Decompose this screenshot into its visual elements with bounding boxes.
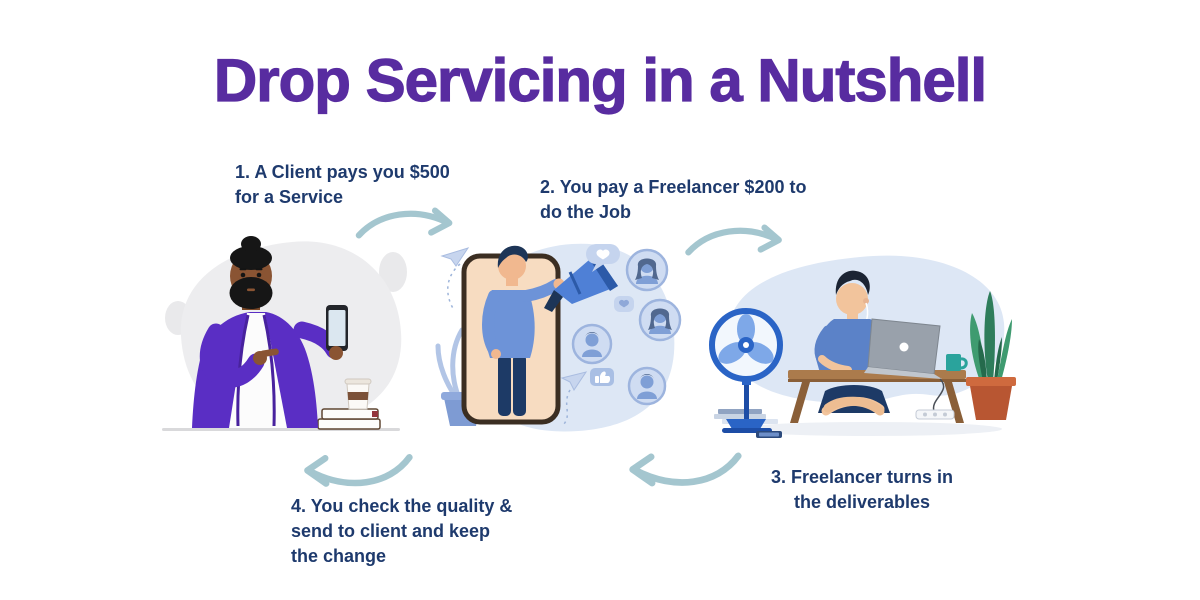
step-2-line-1: 2. You pay a Freelancer $200 to xyxy=(540,177,807,197)
page-title: Drop Servicing in a Nutshell xyxy=(213,46,987,114)
avatar-icon xyxy=(627,366,667,406)
step-4-line-2: send to client and keep xyxy=(291,521,491,541)
step-4-line-1: 4. You check the quality & xyxy=(291,496,513,516)
step-1-line-2: for a Service xyxy=(235,187,344,207)
thumbs-up-bubble-icon xyxy=(590,368,614,386)
mug-icon xyxy=(946,354,968,371)
step-2-line-2: do the Job xyxy=(540,202,631,222)
paper-plane-icon xyxy=(440,247,470,311)
coffee-cup-icon xyxy=(344,378,372,410)
curved-arrow-left-icon xyxy=(629,452,742,487)
smartphone-icon xyxy=(326,305,348,351)
books-icon xyxy=(317,408,381,430)
avatar-icon xyxy=(638,298,682,342)
potted-plant-icon xyxy=(966,291,1016,420)
step-1-label: 1. A Client pays you $500 for a Service xyxy=(235,160,450,210)
client-person xyxy=(192,236,348,428)
marketer-person xyxy=(482,245,565,416)
heart-bubble-icon xyxy=(614,296,634,312)
step-2-label: 2. You pay a Freelancer $200 to do the J… xyxy=(540,175,806,225)
curved-arrow-left-icon xyxy=(304,454,413,487)
step-4-line-3: the change xyxy=(291,546,387,566)
step-4-label: 4. You check the quality & send to clien… xyxy=(291,494,512,569)
step-3-label: 3. Freelancer turns in the deliverables xyxy=(752,465,972,515)
megaphone-illustration xyxy=(435,243,682,432)
step-3-line-1: 3. Freelancer turns in xyxy=(770,467,954,487)
speech-bubble-heart-icon xyxy=(586,244,620,272)
crossed-legs xyxy=(818,385,890,416)
paper-plane-icon xyxy=(560,371,588,425)
step-3-line-2: the deliverables xyxy=(793,492,931,512)
curved-arrow-right-icon xyxy=(685,224,782,256)
avatar-icon xyxy=(625,248,669,292)
fan-icon xyxy=(709,308,783,433)
floor-shadow xyxy=(738,422,1002,436)
avatar-icon xyxy=(571,323,613,365)
laptop-icon xyxy=(864,318,942,379)
step-1-line-1: 1. A Client pays you $500 xyxy=(235,162,450,182)
curved-arrow-right-icon xyxy=(355,207,453,239)
phone-on-floor-icon xyxy=(756,431,782,438)
power-strip-icon xyxy=(915,378,955,420)
freelancer-illustration xyxy=(709,255,1016,438)
client-illustration xyxy=(162,236,407,431)
